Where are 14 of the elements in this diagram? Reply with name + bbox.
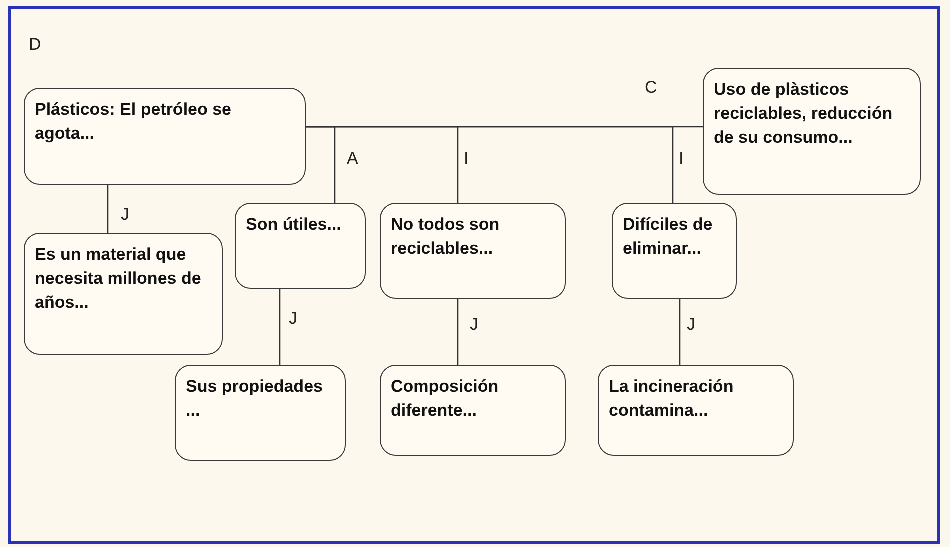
concept-box: Composición diferente... [380, 365, 566, 456]
connector-line [107, 185, 109, 233]
concept-box: Uso de plàsticos reciclables, reducción de su consumo... [703, 68, 921, 195]
concept-box: Difíciles de eliminar... [612, 203, 737, 299]
concept-box: Sus propiedades ... [175, 365, 346, 461]
concept-box: Es un material que necesita millones de años... [24, 233, 223, 355]
concept-box: Plásticos: El petróleo se agota... [24, 88, 306, 185]
connector-line [679, 299, 681, 365]
concept-box: No todos son reciclables... [380, 203, 566, 299]
connector-line [457, 299, 459, 365]
connector-line [279, 289, 281, 365]
connector-line [306, 126, 674, 203]
concept-box: La incineración contamina... [598, 365, 794, 456]
concept-box: Son útiles... [235, 203, 366, 289]
